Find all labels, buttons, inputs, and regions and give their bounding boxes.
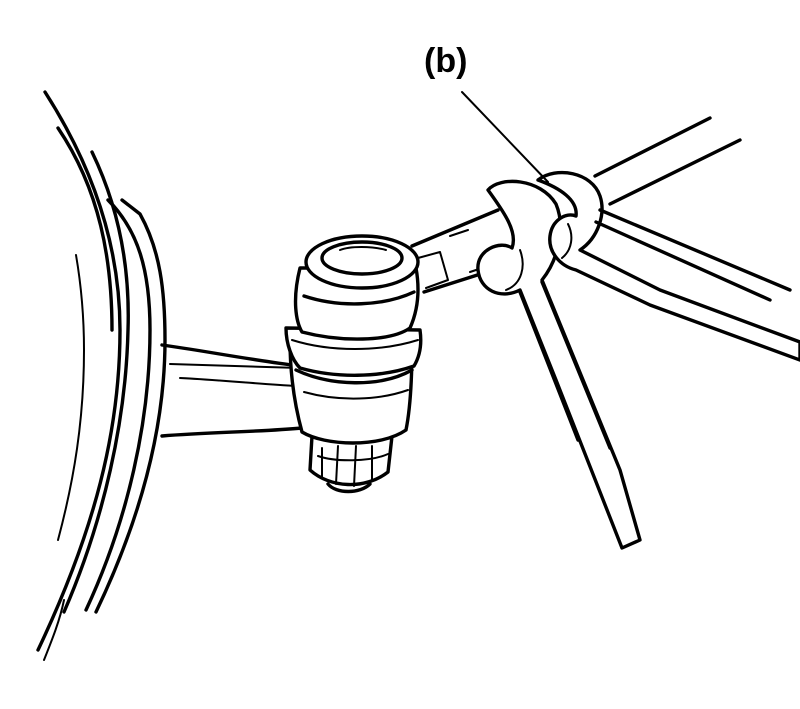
lower-wrench bbox=[476, 179, 642, 550]
knuckle-arm bbox=[160, 343, 304, 438]
tie-rod-end-housing bbox=[284, 234, 423, 494]
callout-b-leader bbox=[461, 91, 549, 183]
upper-wrench bbox=[536, 170, 800, 362]
wheel-rim bbox=[36, 90, 167, 661]
callout-b-label: (b) bbox=[424, 42, 468, 80]
